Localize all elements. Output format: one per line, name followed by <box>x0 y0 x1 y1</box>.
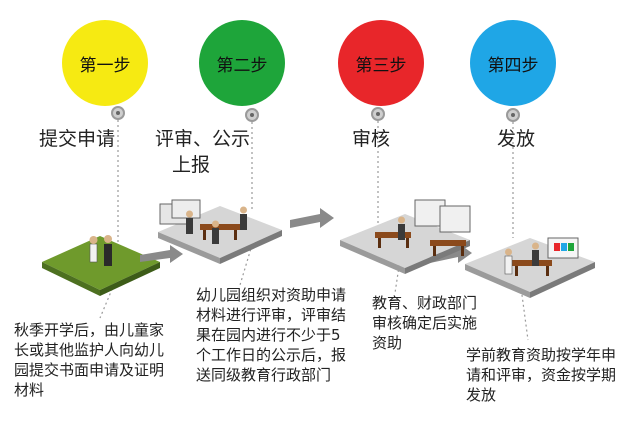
step4-title: 发放 <box>497 128 536 150</box>
people-step1 <box>89 235 112 266</box>
step4-label: 第四步 <box>487 55 539 76</box>
step4-description: 学前教育资助按学年申请和评审，资金按学期发放 <box>466 346 617 404</box>
connector-line-2b <box>239 234 256 286</box>
step1-title: 提交申请 <box>39 128 116 150</box>
step3-title: 审核 <box>352 128 391 150</box>
step4-circle: 第四步 <box>470 20 556 106</box>
step2-circle: 第二步 <box>199 20 285 106</box>
platform-step2 <box>158 199 282 264</box>
platform-step3 <box>340 199 471 274</box>
step2-title-line1: 评审、公示 <box>155 128 251 150</box>
step2-title-line2: 上报 <box>172 154 211 176</box>
step1-pin-icon <box>111 106 125 120</box>
step4-pin-icon <box>506 108 520 122</box>
step2-description: 幼儿园组织对资助申请材料进行评审，评审结果在园内进行不少于5个工作日的公示后，报… <box>196 286 347 384</box>
step2-pin-icon <box>245 108 259 122</box>
step3-description: 教育、财政部门审核确定后实施资助 <box>372 294 478 352</box>
step1-description: 秋季开学后，由儿童家长或其他监护人向幼儿园提交书面申请及证明材料 <box>14 321 165 399</box>
step3-circle: 第三步 <box>338 20 424 106</box>
step1-circle: 第一步 <box>62 20 148 106</box>
platform-step1 <box>42 236 160 296</box>
step3-label: 第三步 <box>355 55 407 76</box>
platform-step4 <box>465 237 595 298</box>
step3-pin-icon <box>371 107 385 121</box>
step2-label: 第二步 <box>216 55 268 76</box>
step1-label: 第一步 <box>79 55 131 76</box>
